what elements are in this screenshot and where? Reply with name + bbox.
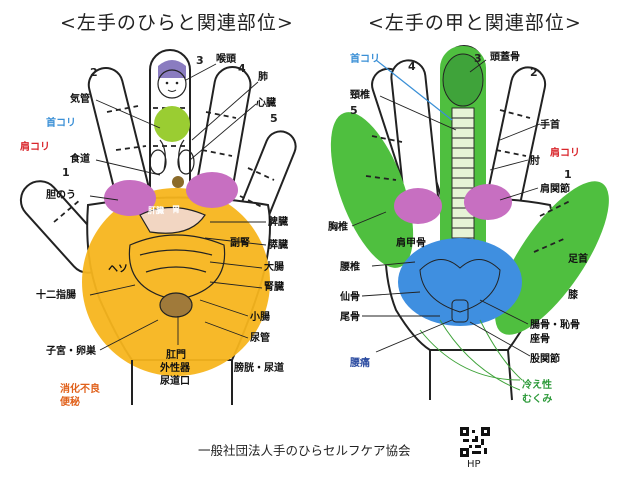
left-finger-number-3: 3 xyxy=(196,54,204,67)
label-navel: ヘソ xyxy=(108,264,128,275)
right-finger-number-5: 5 xyxy=(350,104,358,117)
label-bladder-urethra: 膀胱・尿道 xyxy=(233,361,284,374)
label-knee: 膝 xyxy=(568,288,579,301)
left-finger-number-2: 2 xyxy=(90,66,98,79)
label-kidney: 腎臓 xyxy=(264,280,284,293)
liver-mini-label: 肝臓 xyxy=(148,205,164,215)
label-ankle: 足首 xyxy=(568,252,588,265)
right-finger-number-3: 3 xyxy=(474,52,482,65)
label-neck-stiffness-right: 首コリ xyxy=(350,52,380,65)
label-genitals: 外性器 xyxy=(159,361,191,374)
left-leader-lines xyxy=(89,63,267,351)
label-hip-joint: 股関節 xyxy=(530,352,560,365)
label-uterus-ovary: 子宮・卵巣 xyxy=(46,344,97,357)
label-coccyx: 尾骨 xyxy=(340,311,360,323)
right-finger-number-4: 4 xyxy=(408,60,416,73)
organ-sketch xyxy=(128,139,226,318)
label-lumbar: 腰椎 xyxy=(339,260,360,273)
label-thoracic: 胸椎 xyxy=(328,220,348,233)
right-wrist xyxy=(429,349,513,401)
left-palm-hand: 肝臓 胃 1 2 3 4 5 喉頭 肺 xyxy=(19,49,297,408)
label-spleen: 脾臓 xyxy=(268,215,288,228)
label-cervical: 頸椎 xyxy=(350,88,370,101)
label-throat: 喉頭 xyxy=(216,52,237,65)
left-finger-number-5: 5 xyxy=(270,112,278,125)
pelvis-sketch xyxy=(419,259,501,323)
right-joint-lines xyxy=(365,109,573,253)
right-back-hand: 1 2 3 4 5 首コリ 頭蓋骨 頸椎 手首 肘 肩コリ 肩関節 胸椎 肩甲骨… xyxy=(328,45,609,405)
label-cold-sensitivity: 冷え性 xyxy=(522,378,552,391)
right-lumbar-zone xyxy=(398,238,522,326)
neck-leader-line xyxy=(375,59,453,121)
left-wrist xyxy=(131,360,233,405)
stomach-mini-label: 胃 xyxy=(172,205,180,214)
right-shoulder-zone-2 xyxy=(464,184,512,220)
left-finger-number-4: 4 xyxy=(238,62,246,75)
right-finger-number-2: 2 xyxy=(530,66,538,79)
hp-label: HP xyxy=(467,459,481,470)
right-shoulder-zone-1 xyxy=(394,188,442,224)
label-adrenal: 副腎 xyxy=(230,236,250,249)
right-thumb-side-zone xyxy=(495,181,609,335)
left-shoulder-zone-2 xyxy=(186,172,238,208)
label-scapula: 肩甲骨 xyxy=(396,236,426,249)
label-ischium: 座骨 xyxy=(529,332,550,345)
label-neck-stiffness-left: 首コリ xyxy=(46,116,76,129)
heart-shape xyxy=(172,176,184,188)
label-skull: 頭蓋骨 xyxy=(490,50,520,63)
label-elbow: 肘 xyxy=(530,154,540,167)
label-anus: 肛門 xyxy=(165,349,186,361)
label-constipation: 便秘 xyxy=(60,395,80,408)
label-pancreas: 膵臓 xyxy=(268,238,288,251)
title-right-back: <左手の甲と関連部位> xyxy=(368,12,582,34)
skull-shape xyxy=(442,53,484,107)
label-ilium-pubis: 腸骨・恥骨 xyxy=(530,318,580,331)
label-urethral-opening: 尿道口 xyxy=(160,374,190,387)
label-gallbladder: 胆のう xyxy=(46,189,76,201)
left-finger-number-1: 1 xyxy=(62,166,70,179)
label-duodenum: 十二指腸 xyxy=(36,288,76,301)
label-shoulder-joint: 肩関節 xyxy=(540,182,570,195)
left-shoulder-zone-1 xyxy=(104,180,156,216)
right-leader-lines xyxy=(351,59,541,357)
label-esophagus: 食道 xyxy=(69,152,90,165)
label-large-intestine: 大腸 xyxy=(264,260,284,273)
face-icon xyxy=(157,60,187,99)
label-shoulder-stiffness-left: 肩コリ xyxy=(20,140,50,153)
label-trachea: 気管 xyxy=(69,92,90,105)
label-back-pain: 腰痛 xyxy=(349,356,370,369)
right-little-side-zone xyxy=(330,112,414,268)
label-ureter: 尿管 xyxy=(250,331,270,344)
label-small-intestine: 小腸 xyxy=(249,310,270,323)
qr-code-icon[interactable] xyxy=(460,427,490,457)
label-wrist: 手首 xyxy=(540,118,560,131)
left-joint-lines xyxy=(53,105,275,223)
right-finger-number-1: 1 xyxy=(564,168,572,181)
title-left-palm: <左手のひらと関連部位> xyxy=(60,12,294,34)
label-heart: 心臓 xyxy=(256,96,276,109)
label-lung: 肺 xyxy=(258,70,268,83)
label-indigestion: 消化不良 xyxy=(60,382,100,395)
cold-swirl-lines xyxy=(419,319,523,391)
left-neck-zone xyxy=(154,106,190,142)
label-sacrum: 仙骨 xyxy=(340,290,360,303)
label-swelling: むくみ xyxy=(522,393,552,405)
label-shoulder-stiffness-right: 肩コリ xyxy=(550,146,580,159)
footer-association: 一般社団法人手のひらセルフケア協会 xyxy=(198,443,411,458)
